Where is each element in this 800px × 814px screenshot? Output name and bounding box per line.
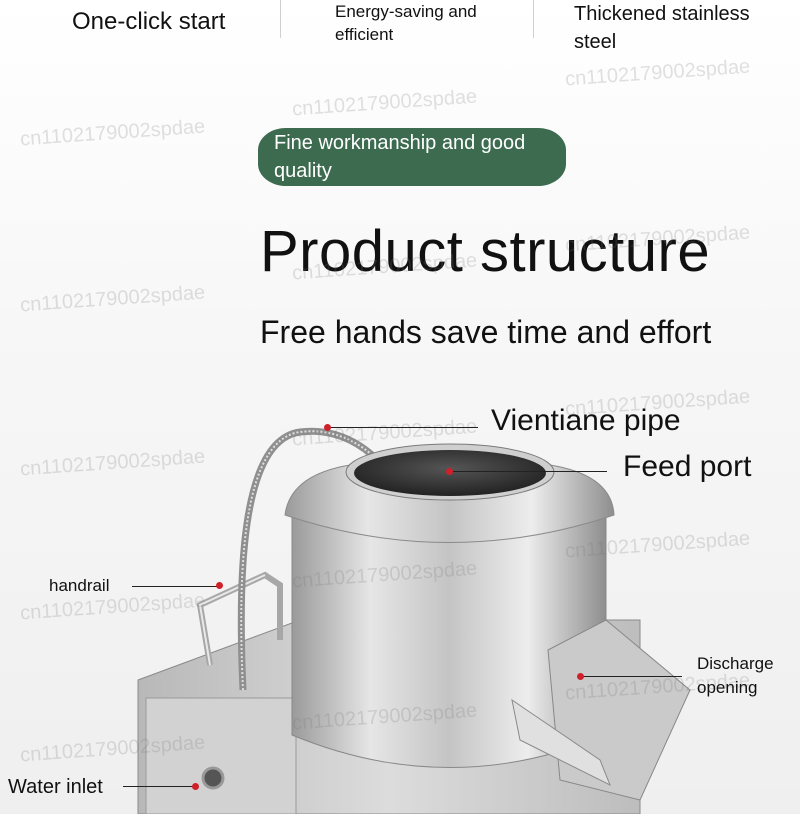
page-title: Product structure <box>260 219 711 284</box>
feature-label-line2: efficient <box>335 25 394 44</box>
leader-handrail <box>132 586 220 587</box>
feature-divider <box>533 0 534 38</box>
feature-energy-saving: Energy-saving and efficient <box>335 0 477 46</box>
label-discharge-line2: opening <box>697 678 758 697</box>
label-discharge-opening: Discharge opening <box>697 652 774 700</box>
marker-vientiane-pipe <box>324 424 331 431</box>
marker-discharge-opening <box>577 673 584 680</box>
discharge-chute <box>547 619 691 801</box>
peeler-machine-illustration <box>137 427 691 814</box>
watermark: cn1102179002spdae <box>19 281 206 317</box>
badge-line2: quality <box>274 160 332 182</box>
page-subtitle: Free hands save time and effort <box>260 314 712 350</box>
feature-label: One-click start <box>72 8 226 35</box>
label-feed-port: Feed port <box>623 450 752 483</box>
label-water-inlet: Water inlet <box>8 776 103 798</box>
feature-one-click-start: One-click start <box>72 8 225 36</box>
marker-handrail <box>216 582 223 589</box>
leader-feed-port <box>450 471 607 472</box>
feature-stainless-steel: Thickened stainless steel <box>574 0 750 56</box>
label-vientiane-pipe: Vientiane pipe <box>491 404 681 437</box>
base-panel <box>145 697 297 814</box>
quality-badge: Fine workmanship and good quality <box>258 128 566 186</box>
leader-vientiane-pipe <box>328 427 478 428</box>
feature-label-line2: steel <box>574 31 617 53</box>
label-discharge-line1: Discharge <box>697 654 774 673</box>
feature-label-line1: Thickened stainless <box>574 3 750 25</box>
marker-feed-port <box>446 468 453 475</box>
water-inlet-fitting <box>201 766 225 790</box>
feature-divider <box>280 0 281 38</box>
watermark: cn1102179002spdae <box>291 85 478 121</box>
feature-label-line1: Energy-saving and <box>335 2 477 21</box>
leader-discharge-opening <box>582 676 682 677</box>
marker-water-inlet <box>192 783 199 790</box>
leader-water-inlet <box>123 786 195 787</box>
watermark: cn1102179002spdae <box>564 55 751 91</box>
badge-line1: Fine workmanship and good <box>274 132 526 154</box>
label-handrail: handrail <box>49 576 110 595</box>
watermark: cn1102179002spdae <box>19 115 206 151</box>
